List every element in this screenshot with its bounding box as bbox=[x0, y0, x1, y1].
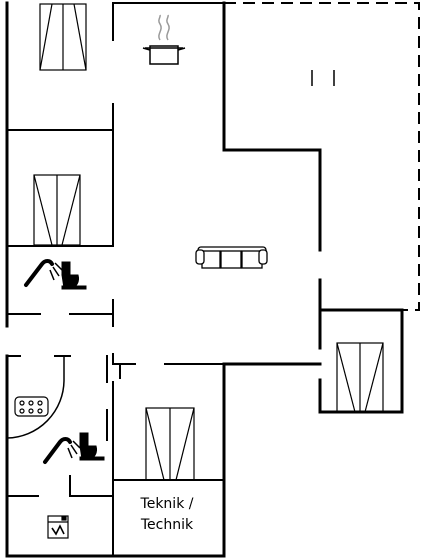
shower-icon bbox=[24, 259, 63, 287]
whirlpool-icon bbox=[14, 396, 49, 417]
bed-icon bbox=[39, 3, 87, 71]
toilet-icon bbox=[79, 432, 105, 461]
room-label-line-2: Technik bbox=[140, 517, 194, 533]
dashed-outline bbox=[224, 2, 420, 311]
bed-icon bbox=[33, 174, 81, 246]
door-arc bbox=[6, 379, 65, 439]
stove-pot-icon bbox=[142, 14, 186, 65]
sofa-icon bbox=[195, 246, 268, 269]
washing-machine-icon bbox=[47, 515, 69, 539]
shower-icon bbox=[43, 437, 81, 464]
toilet-icon bbox=[61, 261, 87, 290]
room-label-line-1: Teknik / bbox=[140, 496, 194, 512]
bed-icon bbox=[336, 342, 384, 413]
bed-icon bbox=[145, 407, 195, 481]
room-label-technik: Teknik / Technik bbox=[112, 494, 222, 536]
